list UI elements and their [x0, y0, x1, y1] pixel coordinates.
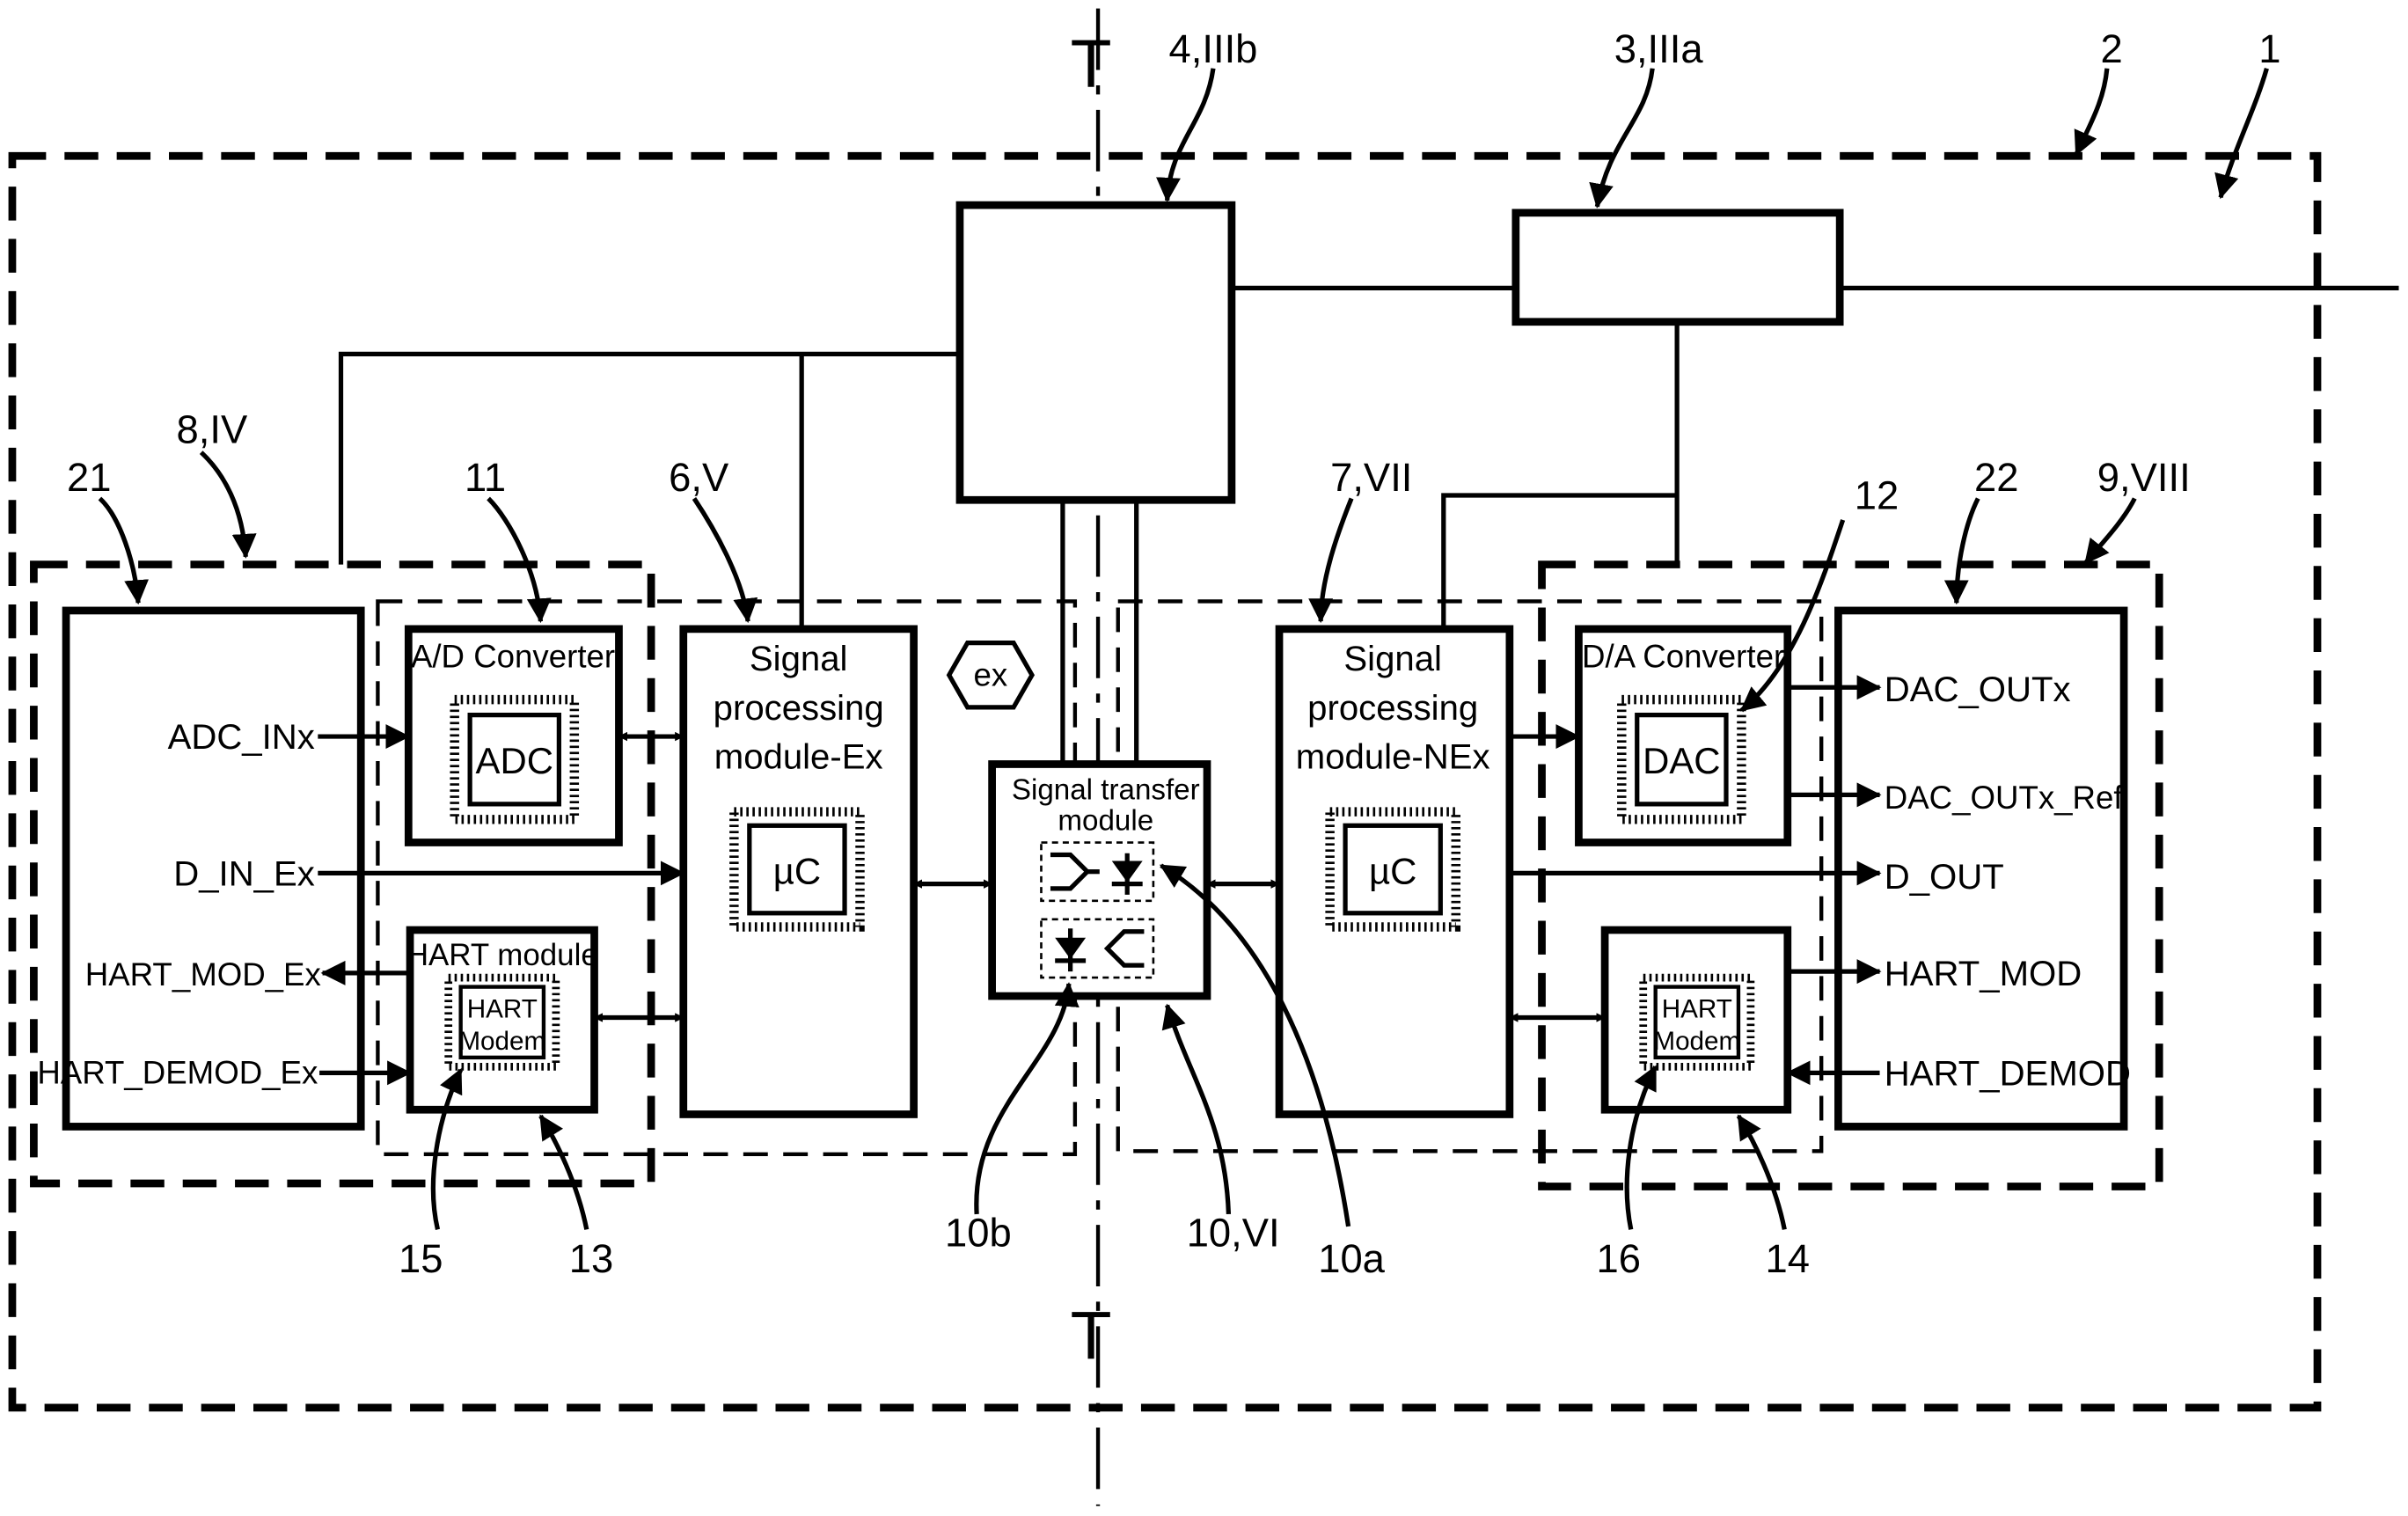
svg-text:DAC: DAC: [1643, 740, 1720, 781]
svg-text:HART: HART: [1662, 994, 1732, 1023]
spm-nex-title-2: processing: [1307, 688, 1478, 728]
ref-7: 7,VII: [1330, 455, 1412, 500]
terminal-hart-demod-ex: HART_DEMOD_Ex: [37, 1055, 318, 1091]
ref-3: 3,IIIa: [1614, 26, 1704, 71]
terminal-d-in: D_IN_Ex: [173, 853, 315, 893]
hart-modem-nex-chip: HART Modem: [1643, 978, 1751, 1066]
ref-4: 4,IIIb: [1169, 26, 1258, 71]
spm-ex-title-2: processing: [714, 688, 884, 728]
ex-zone-badge: ex: [949, 643, 1032, 707]
ref-11: 11: [465, 455, 506, 500]
ref-12: 12: [1855, 473, 1899, 518]
power-supply-block: [1516, 213, 1840, 322]
spm-nex-title-1: Signal: [1343, 639, 1442, 678]
spm-ex-title-1: Signal: [750, 639, 848, 678]
svg-text:µC: µC: [1369, 851, 1416, 892]
svg-text:Modem: Modem: [1653, 1027, 1740, 1056]
ref-10b: 10b: [945, 1211, 1012, 1256]
terminal-d-out: D_OUT: [1885, 857, 2004, 897]
ad-converter-label: A/D Converter: [411, 639, 615, 675]
boundary-label-bottom: T: [1071, 1298, 1112, 1373]
ref-14: 14: [1766, 1236, 1810, 1281]
da-converter-label: D/A Converter: [1582, 639, 1784, 675]
adc-chip: ADC: [455, 699, 575, 819]
terminal-adc-in: ADC_INx: [168, 717, 315, 757]
dac-chip: DAC: [1621, 699, 1741, 819]
microcontroller-nex-chip: µC: [1330, 812, 1456, 927]
spm-nex-title-3: module-NEx: [1296, 737, 1490, 777]
ref-16: 16: [1597, 1236, 1641, 1281]
isolated-supply-block: [960, 205, 1232, 500]
svg-text:ADC: ADC: [476, 740, 553, 781]
svg-text:HART: HART: [467, 994, 538, 1023]
ref-21: 21: [67, 455, 111, 500]
ref-1: 1: [2258, 26, 2280, 71]
boundary-label-top: T: [1071, 26, 1112, 102]
terminal-dac-out: DAC_OUTx: [1885, 670, 2071, 709]
ref-22: 22: [1974, 455, 2018, 500]
spm-ex-title-3: module-Ex: [714, 737, 883, 777]
ref-6: 6,V: [669, 455, 729, 500]
terminal-hart-demod: HART_DEMOD: [1885, 1053, 2131, 1093]
ref-10a: 10a: [1318, 1236, 1385, 1281]
microcontroller-ex-chip: µC: [734, 812, 860, 927]
ref-9: 9,VIII: [2097, 455, 2191, 500]
ref-8: 8,IV: [177, 407, 248, 452]
terminal-dac-out-ref: DAC_OUTx_Ref: [1885, 780, 2124, 816]
ref-10: 10,VI: [1187, 1211, 1280, 1256]
ref-13: 13: [569, 1236, 613, 1281]
svg-text:ex: ex: [974, 656, 1008, 692]
hart-modem-ex-chip: HART Modem: [449, 978, 556, 1066]
terminal-hart-mod: HART_MOD: [1885, 954, 2082, 993]
svg-text:µC: µC: [773, 851, 821, 892]
signal-transfer-title-2: module: [1058, 805, 1153, 838]
svg-text:Modem: Modem: [458, 1027, 545, 1056]
ref-2: 2: [2100, 26, 2122, 71]
hart-module-ex-label: HART module: [406, 938, 598, 972]
terminal-hart-mod-ex: HART_MOD_Ex: [85, 956, 321, 992]
ref-15: 15: [399, 1236, 443, 1281]
signal-transfer-title-1: Signal transfer: [1012, 774, 1200, 807]
